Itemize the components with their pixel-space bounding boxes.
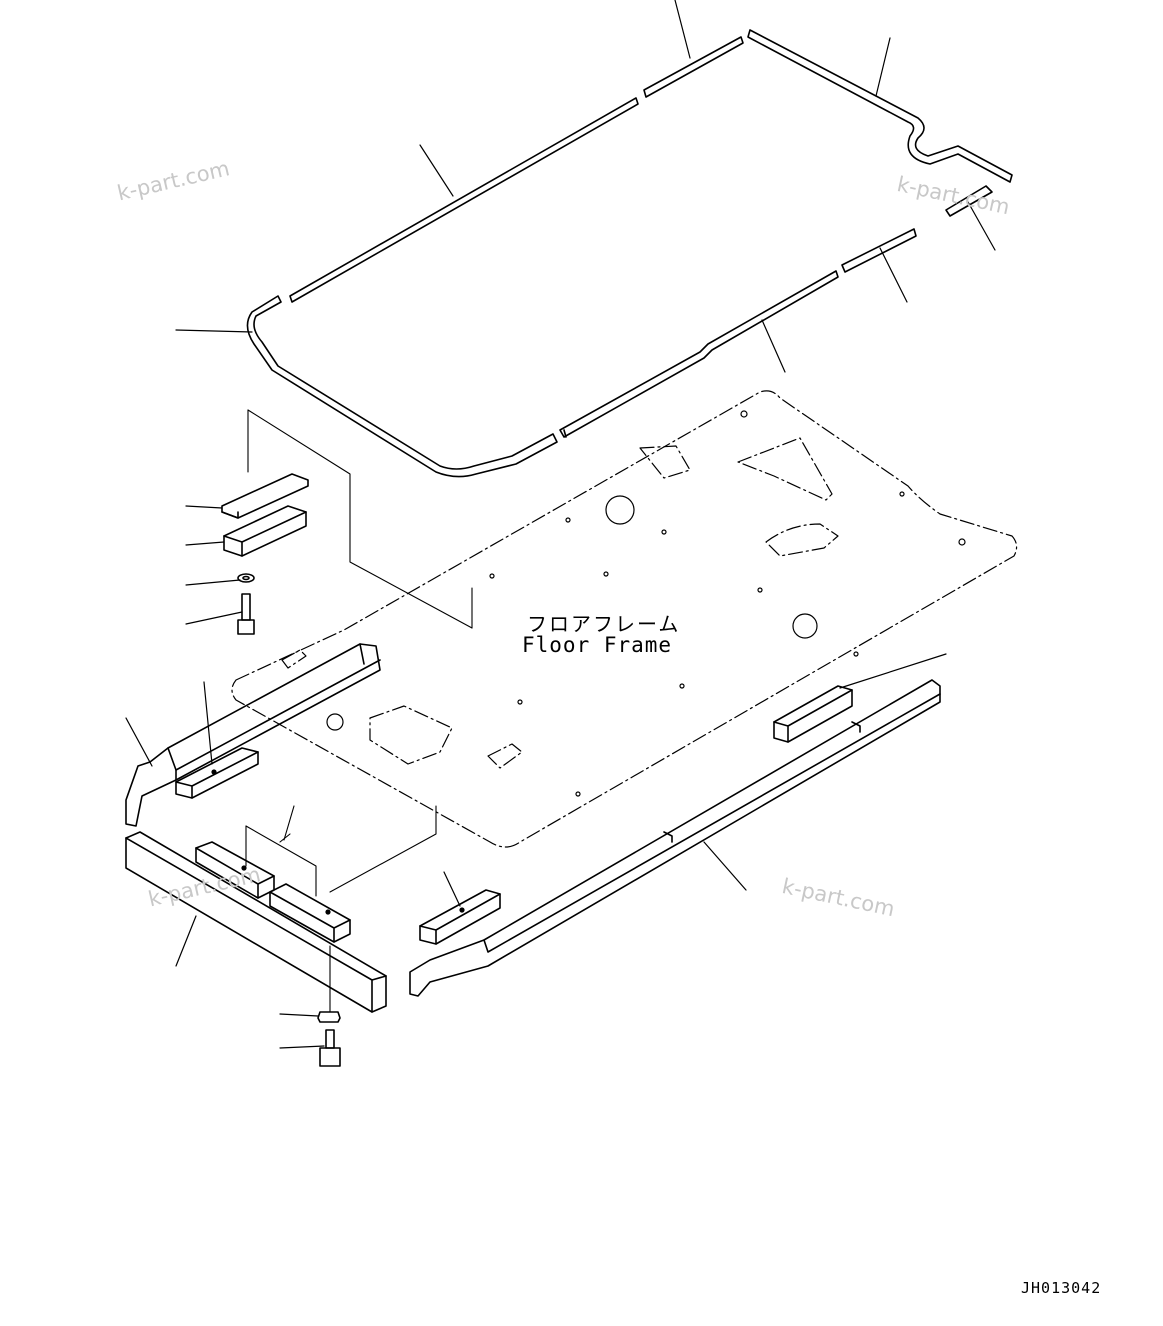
front-bar [125, 831, 387, 1013]
left-rail-block [175, 747, 259, 799]
right-rail-block-lower [419, 889, 501, 945]
leader-line-front-bar [175, 915, 197, 967]
right-rail [409, 679, 941, 997]
leader-lines-right-blocks [443, 653, 947, 907]
right-rail-block-upper [773, 685, 853, 743]
leader-line-right-rail [703, 841, 747, 891]
drawing-code: JH013042 [1021, 1279, 1102, 1297]
front-blocks [195, 841, 351, 943]
floor-frame-label-en: Floor Frame [522, 633, 673, 657]
leader-lines-left-stack [185, 505, 243, 625]
left-rail [125, 643, 381, 827]
leader-lines-front-fasteners [279, 1013, 325, 1049]
floor-frame-outline [231, 390, 1018, 848]
front-guide-lines [245, 805, 437, 1013]
mount-stack-upper-left [221, 473, 309, 635]
floor-frame-label-jp: フロアフレーム [527, 612, 681, 636]
floor-frame-holes [326, 410, 966, 797]
seal-strip-assembly [246, 29, 1013, 478]
leader-lines-left-rail [125, 681, 213, 767]
leader-lines-top [175, 0, 996, 373]
front-nut-bolt [317, 1011, 341, 1067]
bracket-guide-lines [247, 409, 473, 629]
